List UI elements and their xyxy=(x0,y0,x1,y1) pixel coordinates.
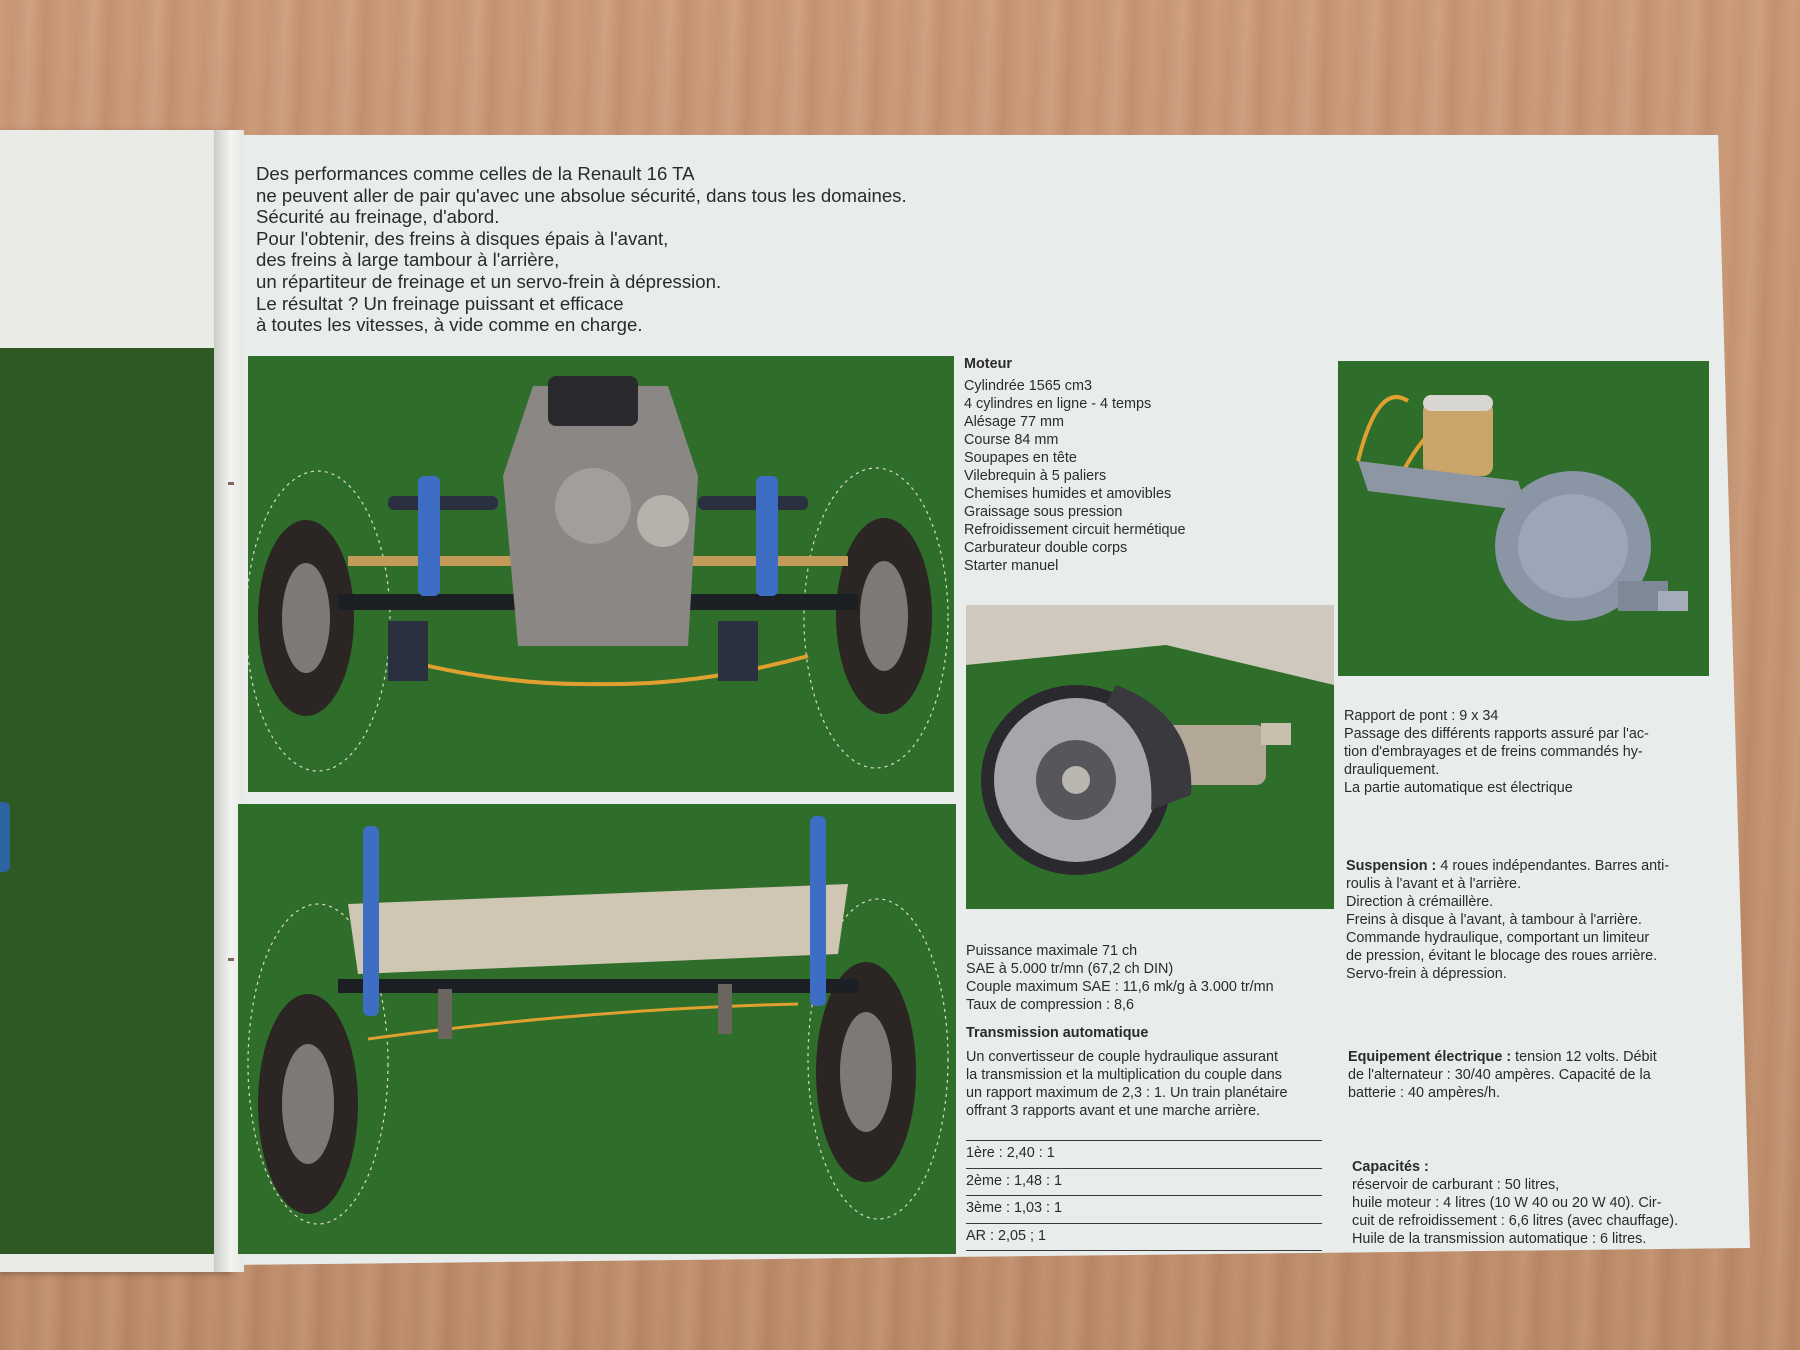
spec-line: Rapport de pont : 9 x 34 xyxy=(1344,708,1499,724)
spec-line: Starter manuel xyxy=(964,558,1059,574)
brake-servo-illustration xyxy=(1338,361,1709,676)
electrique-specs: Equipement électrique : tension 12 volts… xyxy=(1348,1048,1708,1102)
capacites-heading: Capacités : xyxy=(1352,1159,1429,1175)
suspension-specs: Suspension : 4 roues indépendantes. Barr… xyxy=(1346,857,1706,983)
spec-line: un rapport maximum de 2,3 : 1. Un train … xyxy=(966,1085,1288,1101)
spec-line: de l'alternateur : 30/40 ampères. Capaci… xyxy=(1348,1067,1651,1083)
disc-brake-illustration xyxy=(966,605,1334,909)
spec-line: 4 cylindres en ligne - 4 temps xyxy=(964,396,1152,412)
spec-line: SAE à 5.000 tr/mn (67,2 ch DIN) xyxy=(966,961,1174,977)
spec-line: Freins à disque à l'avant, à tambour à l… xyxy=(1346,912,1642,928)
intro-line: un répartiteur de freinage et un servo-f… xyxy=(256,270,722,292)
spec-line: Passage des différents rapports assuré p… xyxy=(1344,726,1649,742)
left-page xyxy=(0,130,232,1272)
moteur-heading: Moteur xyxy=(964,356,1012,372)
pont-specs: Rapport de pont : 9 x 34 Passage des dif… xyxy=(1344,707,1704,797)
spec-line: Puissance maximale 71 ch xyxy=(966,943,1138,959)
staple-bottom xyxy=(228,958,234,961)
left-page-car-fragment xyxy=(0,802,10,872)
spec-line: drauliquement. xyxy=(1344,762,1440,778)
intro-line: Des performances comme celles de la Rena… xyxy=(256,163,695,184)
rear-axle-illustration xyxy=(238,804,956,1254)
spec-line: Cylindrée 1565 cm3 xyxy=(964,378,1092,394)
spec-line: Course 84 mm xyxy=(964,432,1059,448)
suspension-heading: Suspension : xyxy=(1346,858,1437,874)
spec-line: Commande hydraulique, comportant un limi… xyxy=(1346,930,1650,946)
spec-line: Taux de compression : 8,6 xyxy=(966,997,1134,1013)
spec-line: Direction à crémaillère. xyxy=(1346,894,1494,910)
intro-paragraph: Des performances comme celles de la Rena… xyxy=(256,163,1016,336)
spec-line: Un convertisseur de couple hydraulique a… xyxy=(966,1049,1278,1065)
spec-line: Soupapes en tête xyxy=(964,450,1077,466)
spec-line: Vilebrequin à 5 paliers xyxy=(964,468,1107,484)
spec-line: La partie automatique est électrique xyxy=(1344,780,1573,796)
intro-line: ne peuvent aller de pair qu'avec une abs… xyxy=(256,184,907,206)
electrique-heading: Equipement électrique : xyxy=(1348,1049,1512,1065)
intro-line: Le résultat ? Un freinage puissant et ef… xyxy=(256,292,624,314)
spec-line: Alésage 77 mm xyxy=(964,414,1064,430)
gear-ratio-row: 3ème : 1,03 : 1 xyxy=(966,1195,1322,1223)
intro-line: Pour l'obtenir, des freins à disques épa… xyxy=(256,227,669,249)
intro-line: Sécurité au freinage, d'abord. xyxy=(256,206,500,228)
spec-line: cuit de refroidissement : 6,6 litres (av… xyxy=(1352,1213,1679,1229)
intro-line: à toutes les vitesses, à vide comme en c… xyxy=(256,314,643,336)
staple-top xyxy=(228,482,234,485)
spec-line: roulis à l'avant et à l'arrière. xyxy=(1346,876,1522,892)
capacites-specs: Capacités : réservoir de carburant : 50 … xyxy=(1352,1158,1712,1248)
gear-ratio-row: 1ère : 2,40 : 1 xyxy=(966,1140,1322,1168)
spec-line: Graissage sous pression xyxy=(964,504,1123,520)
intro-line: des freins à large tambour à l'arrière, xyxy=(256,249,560,271)
spec-line: de pression, évitant le blocage des roue… xyxy=(1346,948,1658,964)
transmission-heading: Transmission automatique xyxy=(966,1025,1149,1041)
gear-ratio-row: 2ème : 1,48 : 1 xyxy=(966,1167,1322,1196)
spec-line: tion d'embrayages et de freins commandés… xyxy=(1344,744,1643,760)
spec-line: Refroidissement circuit hermétique xyxy=(964,522,1186,538)
gear-ratio-table: 1ère : 2,40 : 1 2ème : 1,48 : 1 3ème : 1… xyxy=(966,1140,1322,1251)
spec-line: Couple maximum SAE : 11,6 mk/g à 3.000 t… xyxy=(966,979,1274,995)
spec-line: la transmission et la multiplication du … xyxy=(966,1067,1282,1083)
gear-ratio-row: AR : 2,05 ; 1 xyxy=(966,1222,1322,1251)
spec-line: tension 12 volts. Débit xyxy=(1511,1049,1657,1065)
front-axle-illustration xyxy=(248,356,954,792)
spec-line: Chemises humides et amovibles xyxy=(964,486,1172,502)
puissance-specs: Puissance maximale 71 ch SAE à 5.000 tr/… xyxy=(966,942,1326,1120)
spec-line: batterie : 40 ampères/h. xyxy=(1348,1085,1500,1101)
left-page-green-panel xyxy=(0,348,214,1254)
spec-line: Huile de la transmission automatique : 6… xyxy=(1352,1231,1647,1247)
spec-line: réservoir de carburant : 50 litres, xyxy=(1352,1177,1560,1193)
spec-line: Carburateur double corps xyxy=(964,540,1128,556)
moteur-specs: Moteur Cylindrée 1565 cm3 4 cylindres en… xyxy=(964,355,1264,575)
spec-line: huile moteur : 4 litres (10 W 40 ou 20 W… xyxy=(1352,1195,1662,1211)
spec-line: offrant 3 rapports avant et une marche a… xyxy=(966,1103,1261,1119)
spec-line: 4 roues indépendantes. Barres anti- xyxy=(1436,858,1670,874)
spec-line: Servo-frein à dépression. xyxy=(1346,966,1507,982)
